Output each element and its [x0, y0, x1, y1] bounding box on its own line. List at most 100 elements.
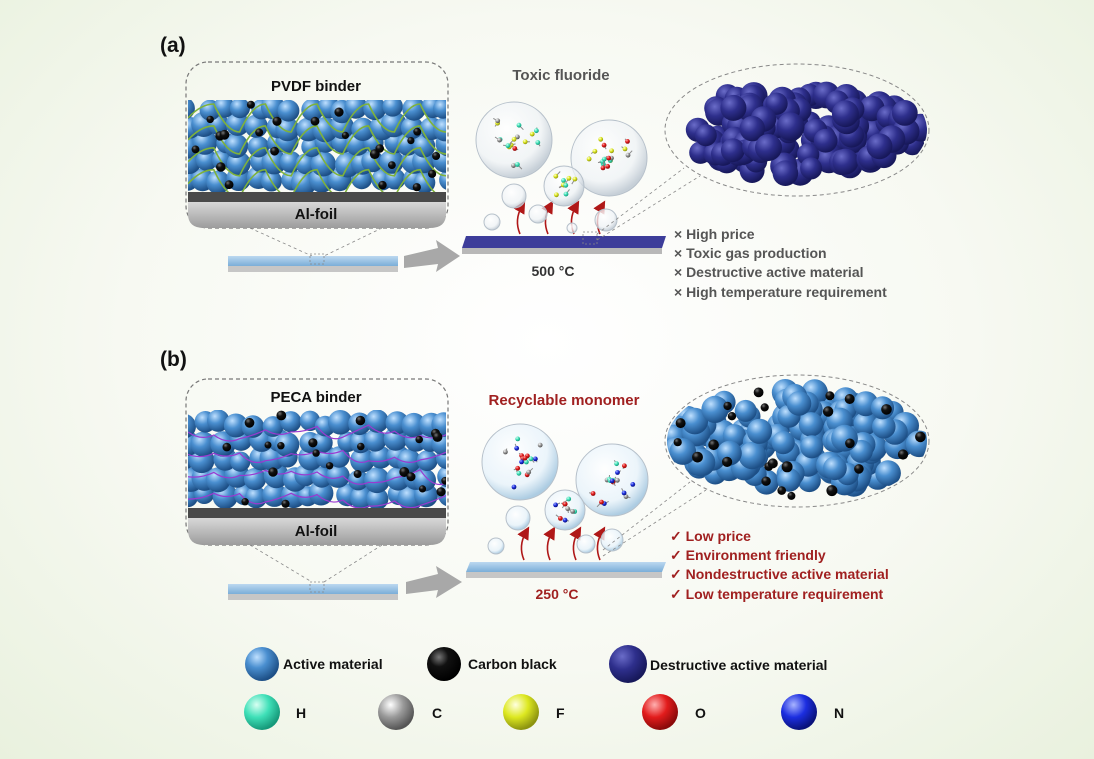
active-particle — [275, 117, 300, 142]
carbon-particle — [822, 406, 834, 417]
active-particle — [823, 456, 847, 481]
carbon-particle — [412, 183, 421, 192]
destructive-particle — [776, 112, 805, 141]
legend-oxygen: O — [642, 694, 706, 730]
active-particle — [416, 450, 438, 471]
active-particle — [396, 449, 421, 474]
legend-label: N — [834, 705, 844, 721]
carbon-particle — [825, 391, 835, 401]
atom — [503, 449, 508, 455]
process-arrow — [404, 240, 460, 272]
active-particle — [402, 100, 426, 121]
carbon-particle — [407, 137, 415, 145]
carbon-particle — [767, 458, 778, 469]
active-particle — [853, 411, 878, 436]
atom — [514, 445, 520, 451]
carbon-particle — [881, 404, 892, 415]
carbon-particle — [241, 498, 249, 506]
legend-carbon: C — [378, 694, 442, 730]
atom — [562, 501, 568, 507]
atom — [515, 436, 521, 442]
carbon-particle — [264, 441, 272, 449]
destructive-particle — [755, 134, 782, 161]
carbon-particle — [310, 116, 320, 126]
active-particle — [350, 448, 375, 473]
carbon-particle — [418, 485, 427, 493]
carbon-particle — [334, 107, 344, 117]
panel-b-label: (b) — [160, 348, 187, 371]
atom — [528, 456, 534, 462]
carbon-particle — [224, 180, 234, 190]
destructive-particle — [832, 148, 859, 175]
atom — [558, 516, 563, 521]
destructive-particle — [739, 115, 765, 142]
legend-nitrogen: N — [781, 694, 844, 730]
destructive-particle — [720, 138, 745, 163]
active-particle — [230, 451, 251, 472]
heat-arrows — [517, 526, 606, 561]
al-foil-label: Al-foil — [295, 523, 338, 540]
atom — [630, 482, 636, 487]
carbon-particle — [222, 442, 232, 452]
atom — [511, 484, 517, 490]
destructive-particle — [891, 100, 918, 126]
carbon-particle — [753, 387, 764, 398]
atom — [535, 140, 541, 145]
nondestructive-material-closeup — [602, 374, 930, 557]
gas-bubble — [544, 489, 586, 531]
atom — [516, 470, 522, 476]
binder-label: PECA binder — [270, 389, 361, 406]
destructive-material-swatch — [609, 645, 647, 683]
toxic-gas-bubbles — [475, 101, 648, 234]
atom — [553, 173, 559, 179]
gas-bubble — [528, 204, 548, 224]
benefit-list: ✓ Low price ✓ Environment friendly ✓ Non… — [670, 528, 889, 602]
atom — [511, 136, 517, 142]
carbon-particle — [413, 127, 422, 136]
carbon-particle — [388, 161, 396, 170]
foil-edge — [188, 192, 446, 202]
atom — [599, 499, 604, 505]
legend-fluorine: F — [503, 694, 565, 730]
binder-chain — [188, 492, 446, 509]
carbon-particle — [675, 418, 686, 429]
carbon-particle — [761, 476, 771, 486]
carbon-particle — [276, 410, 287, 421]
atom — [554, 192, 559, 198]
atom — [562, 517, 568, 523]
atom — [623, 494, 629, 499]
atom — [622, 146, 628, 152]
atom — [512, 146, 518, 151]
active-particle — [348, 470, 369, 491]
atom — [563, 182, 569, 188]
carbon-particle — [216, 162, 226, 172]
active-particle — [261, 149, 287, 175]
atom — [625, 139, 630, 144]
atom — [522, 139, 528, 145]
atom — [515, 134, 520, 140]
destructive-material-closeup — [596, 63, 930, 241]
active-particle — [872, 415, 896, 439]
atom — [605, 164, 611, 169]
active-particle — [366, 487, 389, 510]
atom — [615, 477, 620, 483]
active-particle — [190, 431, 216, 457]
drawback-item: × Toxic gas production — [674, 245, 827, 261]
carbon-particle — [915, 431, 926, 443]
active-particle — [327, 410, 353, 435]
carbon-particle — [727, 412, 737, 421]
active-particle — [243, 467, 267, 491]
legend-label: Destructive active material — [650, 657, 827, 673]
carbon-particle — [378, 180, 387, 190]
benefit-item: ✓ Nondestructive active material — [670, 566, 889, 582]
atom — [572, 176, 578, 182]
carbon-particle — [341, 131, 349, 139]
active-particle — [777, 468, 801, 492]
atom — [497, 137, 502, 143]
carbon-particle — [308, 438, 318, 448]
carbon-particle — [854, 464, 864, 474]
atom — [590, 491, 596, 496]
destructive-particle — [831, 100, 859, 128]
carbon-particle — [441, 476, 446, 485]
